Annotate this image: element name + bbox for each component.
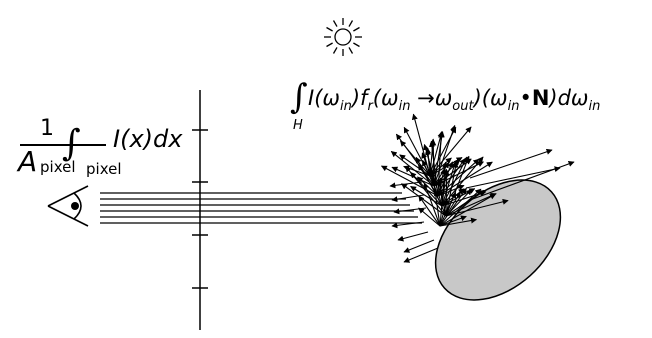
reflection-arrow — [391, 221, 425, 229]
sun-ray — [348, 20, 354, 27]
integral-sign: ∫ — [62, 123, 81, 164]
reflection-arrow — [403, 239, 435, 253]
eq-sub: in — [339, 99, 352, 114]
eq-sub: out — [452, 99, 474, 114]
image-plane — [192, 90, 208, 330]
reflection-arrows — [380, 113, 575, 263]
reflection-arrow — [430, 170, 441, 227]
reflection-arrow — [465, 166, 561, 189]
reflection-arrow — [418, 207, 441, 227]
eye-icon — [47, 185, 89, 227]
reflection-arrow — [439, 217, 477, 227]
reflection-arrow — [391, 194, 425, 203]
reflection-arrow — [443, 169, 450, 217]
reflection-arrow — [445, 161, 459, 217]
sun-ray — [332, 20, 338, 27]
eq-sub: in — [398, 99, 411, 114]
area-symbol: A — [18, 145, 38, 178]
reflection-arrow — [390, 150, 435, 187]
sun-ray — [332, 47, 338, 54]
reflection-arrow — [439, 198, 449, 227]
eq-part: →ω — [410, 86, 453, 110]
sun-ray — [353, 42, 360, 48]
sun-ray — [348, 47, 354, 54]
eq-part: I(ω — [308, 86, 340, 110]
reflection-arrow — [423, 182, 441, 227]
reflection-arrow — [437, 158, 480, 197]
sun-icon — [324, 18, 362, 56]
reflection-arrow — [395, 133, 435, 187]
eq-part: )dω — [549, 86, 589, 110]
view-rays — [100, 192, 422, 224]
reflection-arrow — [405, 165, 447, 217]
integral-domain: pixel — [86, 160, 122, 178]
reflection-arrow — [437, 158, 466, 197]
reflection-arrow — [445, 198, 509, 217]
hemisphere-domain: H — [293, 118, 303, 133]
sun-ray — [353, 26, 360, 32]
eq-part: )(ω — [473, 86, 508, 110]
area-subscript: pixel — [40, 158, 76, 176]
reflection-arrow — [397, 231, 429, 242]
reflection-arrow — [439, 215, 467, 227]
reflection-arrow — [439, 191, 457, 227]
reflection-arrow — [469, 161, 575, 201]
eq-sub: r — [367, 99, 373, 114]
sun-ray — [326, 26, 333, 32]
reflection-arrow — [389, 181, 423, 189]
integrand: I(x)dx — [113, 125, 183, 153]
eq-sub: in — [507, 99, 520, 114]
reflection-arrow — [422, 159, 435, 187]
eq-sub: in — [588, 99, 601, 114]
normal-vector: N — [531, 86, 550, 110]
reflection-arrow — [418, 195, 441, 227]
reflection-arrow — [469, 148, 553, 179]
eq-part: (ω — [372, 86, 399, 110]
reflection-arrow — [441, 156, 484, 207]
reflection-arrow — [429, 131, 444, 177]
reflection-arrow — [403, 247, 439, 263]
reflection-arrow — [439, 187, 467, 227]
fraction-numerator: 1 — [40, 116, 54, 141]
eq-part: • — [519, 86, 532, 110]
sun-ray — [326, 42, 333, 48]
reflection-arrow — [399, 154, 431, 177]
hemisphere-integral-sign: ∫ — [290, 77, 308, 117]
reflection-arrow — [445, 193, 497, 217]
fraction-bar — [20, 144, 106, 146]
reflection-arrow — [439, 188, 482, 227]
reflection-arrow — [439, 161, 449, 227]
reflection-arrow — [393, 207, 427, 215]
rendering-equation: I(ωin)fr(ωin →ωout)(ωin•N)dωin — [308, 86, 600, 114]
reflection-arrow — [439, 193, 496, 227]
reflection-arrow — [433, 124, 456, 187]
eq-part: )f — [351, 86, 368, 110]
reflection-arrow — [445, 191, 461, 217]
